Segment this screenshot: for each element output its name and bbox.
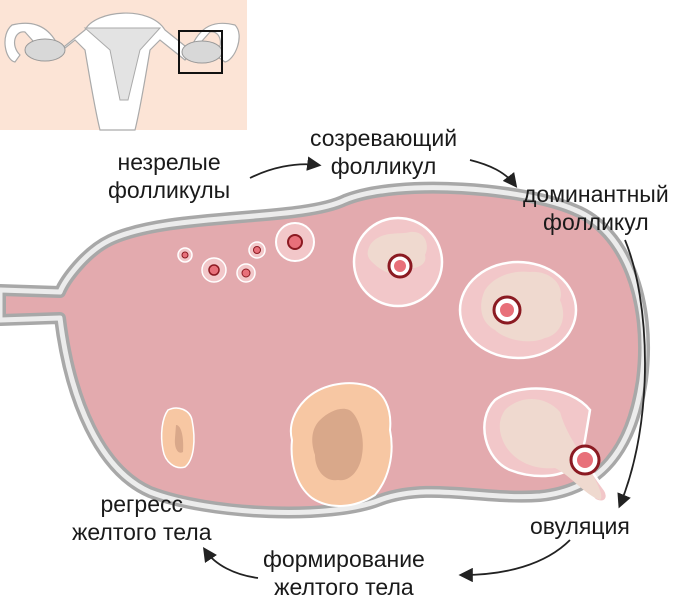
label-immature-follicles: незрелые фолликулы [108, 148, 230, 204]
arrow-to-forming [458, 539, 571, 583]
label-line: созревающий [310, 125, 458, 151]
follicle [201, 257, 227, 283]
corpus-luteum [289, 382, 393, 507]
label-line: фолликулы [108, 177, 231, 203]
label-line: фолликул [543, 209, 649, 235]
cycle-arrows [203, 156, 646, 583]
label-maturing-follicle: созревающий фолликул [310, 124, 457, 180]
label-dominant-follicle: доминантный фолликул [523, 180, 669, 236]
uterus-inset [0, 0, 247, 131]
label-regress-corpus-luteum: регресс желтого тела [72, 490, 211, 546]
label-line: фолликул [330, 153, 437, 179]
label-line: формирование [263, 546, 425, 572]
follicle [248, 241, 266, 259]
follicle [177, 247, 193, 263]
label-line: доминантный [523, 181, 669, 207]
zoom-box [178, 30, 223, 74]
arrow-to-regress [203, 547, 259, 579]
maturing-follicle [352, 216, 444, 308]
label-ovulation: овуляция [530, 512, 630, 540]
label-forming-corpus-luteum: формирование желтого тела [263, 545, 425, 601]
immature-follicles [177, 222, 315, 283]
label-line: овуляция [530, 513, 630, 539]
arrow-to-maturing [249, 156, 322, 179]
arrow-to-ovulation [617, 239, 646, 509]
regressing-corpus-luteum [160, 407, 195, 469]
follicle [236, 263, 256, 283]
label-line: незрелые [117, 149, 221, 175]
label-line: желтого тела [274, 574, 414, 600]
dominant-follicle [458, 260, 578, 360]
label-line: желтого тела [72, 519, 212, 545]
follicle [275, 222, 315, 262]
ovulating-follicle [483, 387, 609, 503]
arrow-to-dominant [469, 159, 518, 188]
label-line: регресс [100, 491, 184, 517]
